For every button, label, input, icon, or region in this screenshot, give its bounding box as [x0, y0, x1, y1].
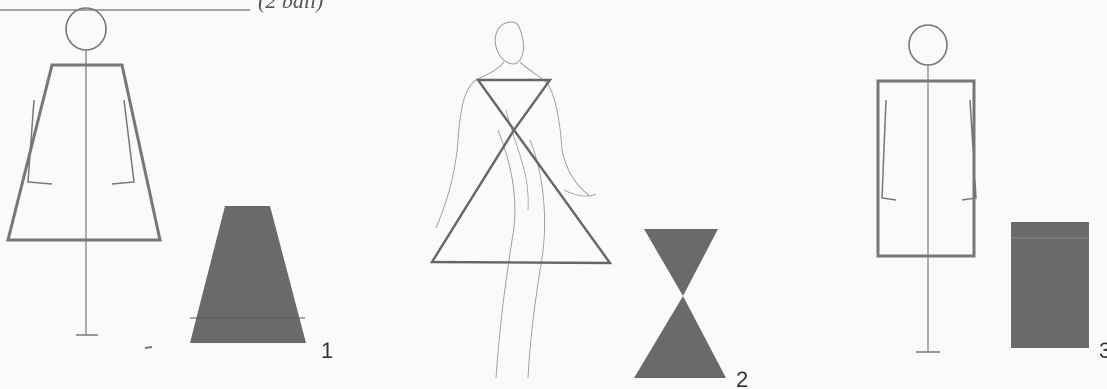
figure-hourglass	[436, 22, 596, 378]
figure2-number: 2	[736, 367, 748, 389]
figure1-right-arm	[112, 100, 134, 184]
figure-rectangle	[878, 25, 976, 352]
figure2-upper-triangle	[478, 80, 550, 130]
figure3-number: 3	[1099, 338, 1107, 363]
figure2-right-leg	[528, 140, 545, 378]
figure3-dress-outline	[878, 81, 974, 256]
figure2-left-leg	[496, 130, 515, 378]
figure3-left-arm	[882, 100, 896, 200]
hourglass-top	[644, 229, 718, 296]
hourglass-bottom	[634, 296, 726, 378]
shape-rectangle	[1011, 222, 1089, 348]
shape-hourglass	[634, 229, 726, 378]
figure-a-shape	[8, 8, 160, 348]
header-text: (2 bali)	[258, 0, 323, 13]
figure2-head	[495, 22, 523, 64]
figure1-mark	[145, 347, 152, 348]
figure2-right-contour	[520, 62, 590, 196]
figure2-x-triangles	[432, 80, 610, 263]
figure1-number: 1	[321, 338, 333, 363]
header-fragment: (2 bali)	[0, 0, 323, 13]
figure1-head	[66, 8, 106, 50]
figure3-head	[909, 25, 947, 65]
shape-trapezoid	[190, 206, 306, 343]
figure2-hand	[564, 190, 596, 196]
